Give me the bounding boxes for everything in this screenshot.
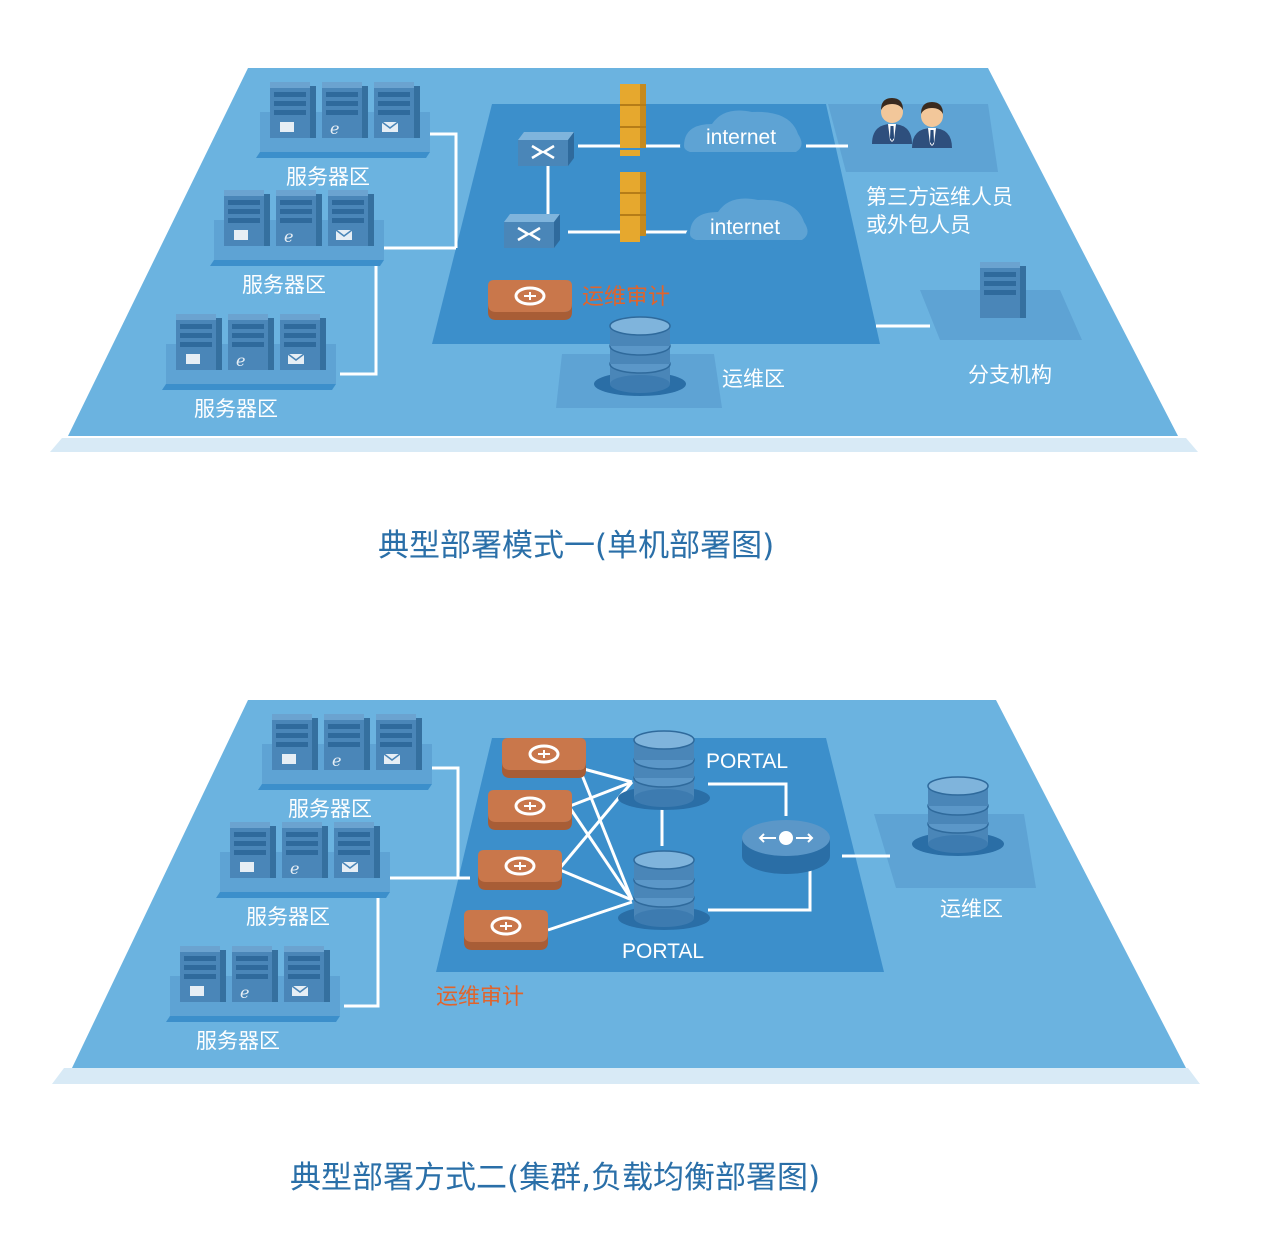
portal-label: PORTAL (622, 940, 704, 963)
server-zone-label: 服务器区 (194, 397, 278, 421)
audit-device-icon (476, 848, 564, 892)
internet-label: internet (710, 216, 780, 239)
firewall-icon (619, 83, 647, 149)
router-icon (502, 212, 562, 250)
audit-label: 运维审计 (582, 285, 670, 310)
audit-device-icon (486, 788, 574, 832)
server-rack-icon (256, 82, 430, 158)
branch-label: 分支机构 (968, 363, 1052, 387)
server-rack-icon (216, 822, 390, 898)
cloud-icon (686, 198, 810, 250)
server-rack-icon (980, 262, 1026, 318)
server-rack-icon (166, 946, 340, 1022)
third-party-label: 第三方运维人员 (866, 185, 1013, 209)
server-rack-icon (210, 190, 384, 266)
caption-cluster-deployment: 典型部署方式二(集群,负载均衡部署图) (290, 1160, 820, 1196)
caption-single-deployment: 典型部署模式一(单机部署图) (378, 528, 774, 564)
ops-zone-label: 运维区 (940, 897, 1003, 921)
server-zone-label: 服务器区 (242, 273, 326, 297)
audit-device-icon (462, 908, 550, 952)
audit-device-icon (500, 736, 588, 780)
firewall-icon (619, 171, 647, 237)
diagram-single-deployment: 服务器区 服务器区 服务器区 internet internet 第三方运维人员… (50, 68, 1198, 452)
third-party-label: 或外包人员 (866, 213, 971, 237)
server-zone-label: 服务器区 (246, 905, 330, 929)
server-rack-icon (162, 314, 336, 390)
diagram-cluster-deployment: 服务器区 服务器区 服务器区 运维审计 PORTAL PORTAL 运维区 (52, 700, 1200, 1084)
server-zone-label: 服务器区 (288, 797, 372, 821)
server-rack-icon (258, 714, 432, 790)
server-zone-label: 服务器区 (196, 1029, 280, 1053)
audit-label: 运维审计 (436, 985, 524, 1010)
portal-label: PORTAL (706, 750, 788, 773)
load-balancer-icon (742, 820, 830, 874)
internet-label: internet (706, 126, 776, 149)
audit-device-icon (486, 278, 574, 322)
cloud-icon (680, 110, 804, 162)
server-zone-label: 服务器区 (286, 165, 370, 189)
router-icon (516, 130, 576, 168)
ops-zone-label: 运维区 (722, 367, 785, 391)
